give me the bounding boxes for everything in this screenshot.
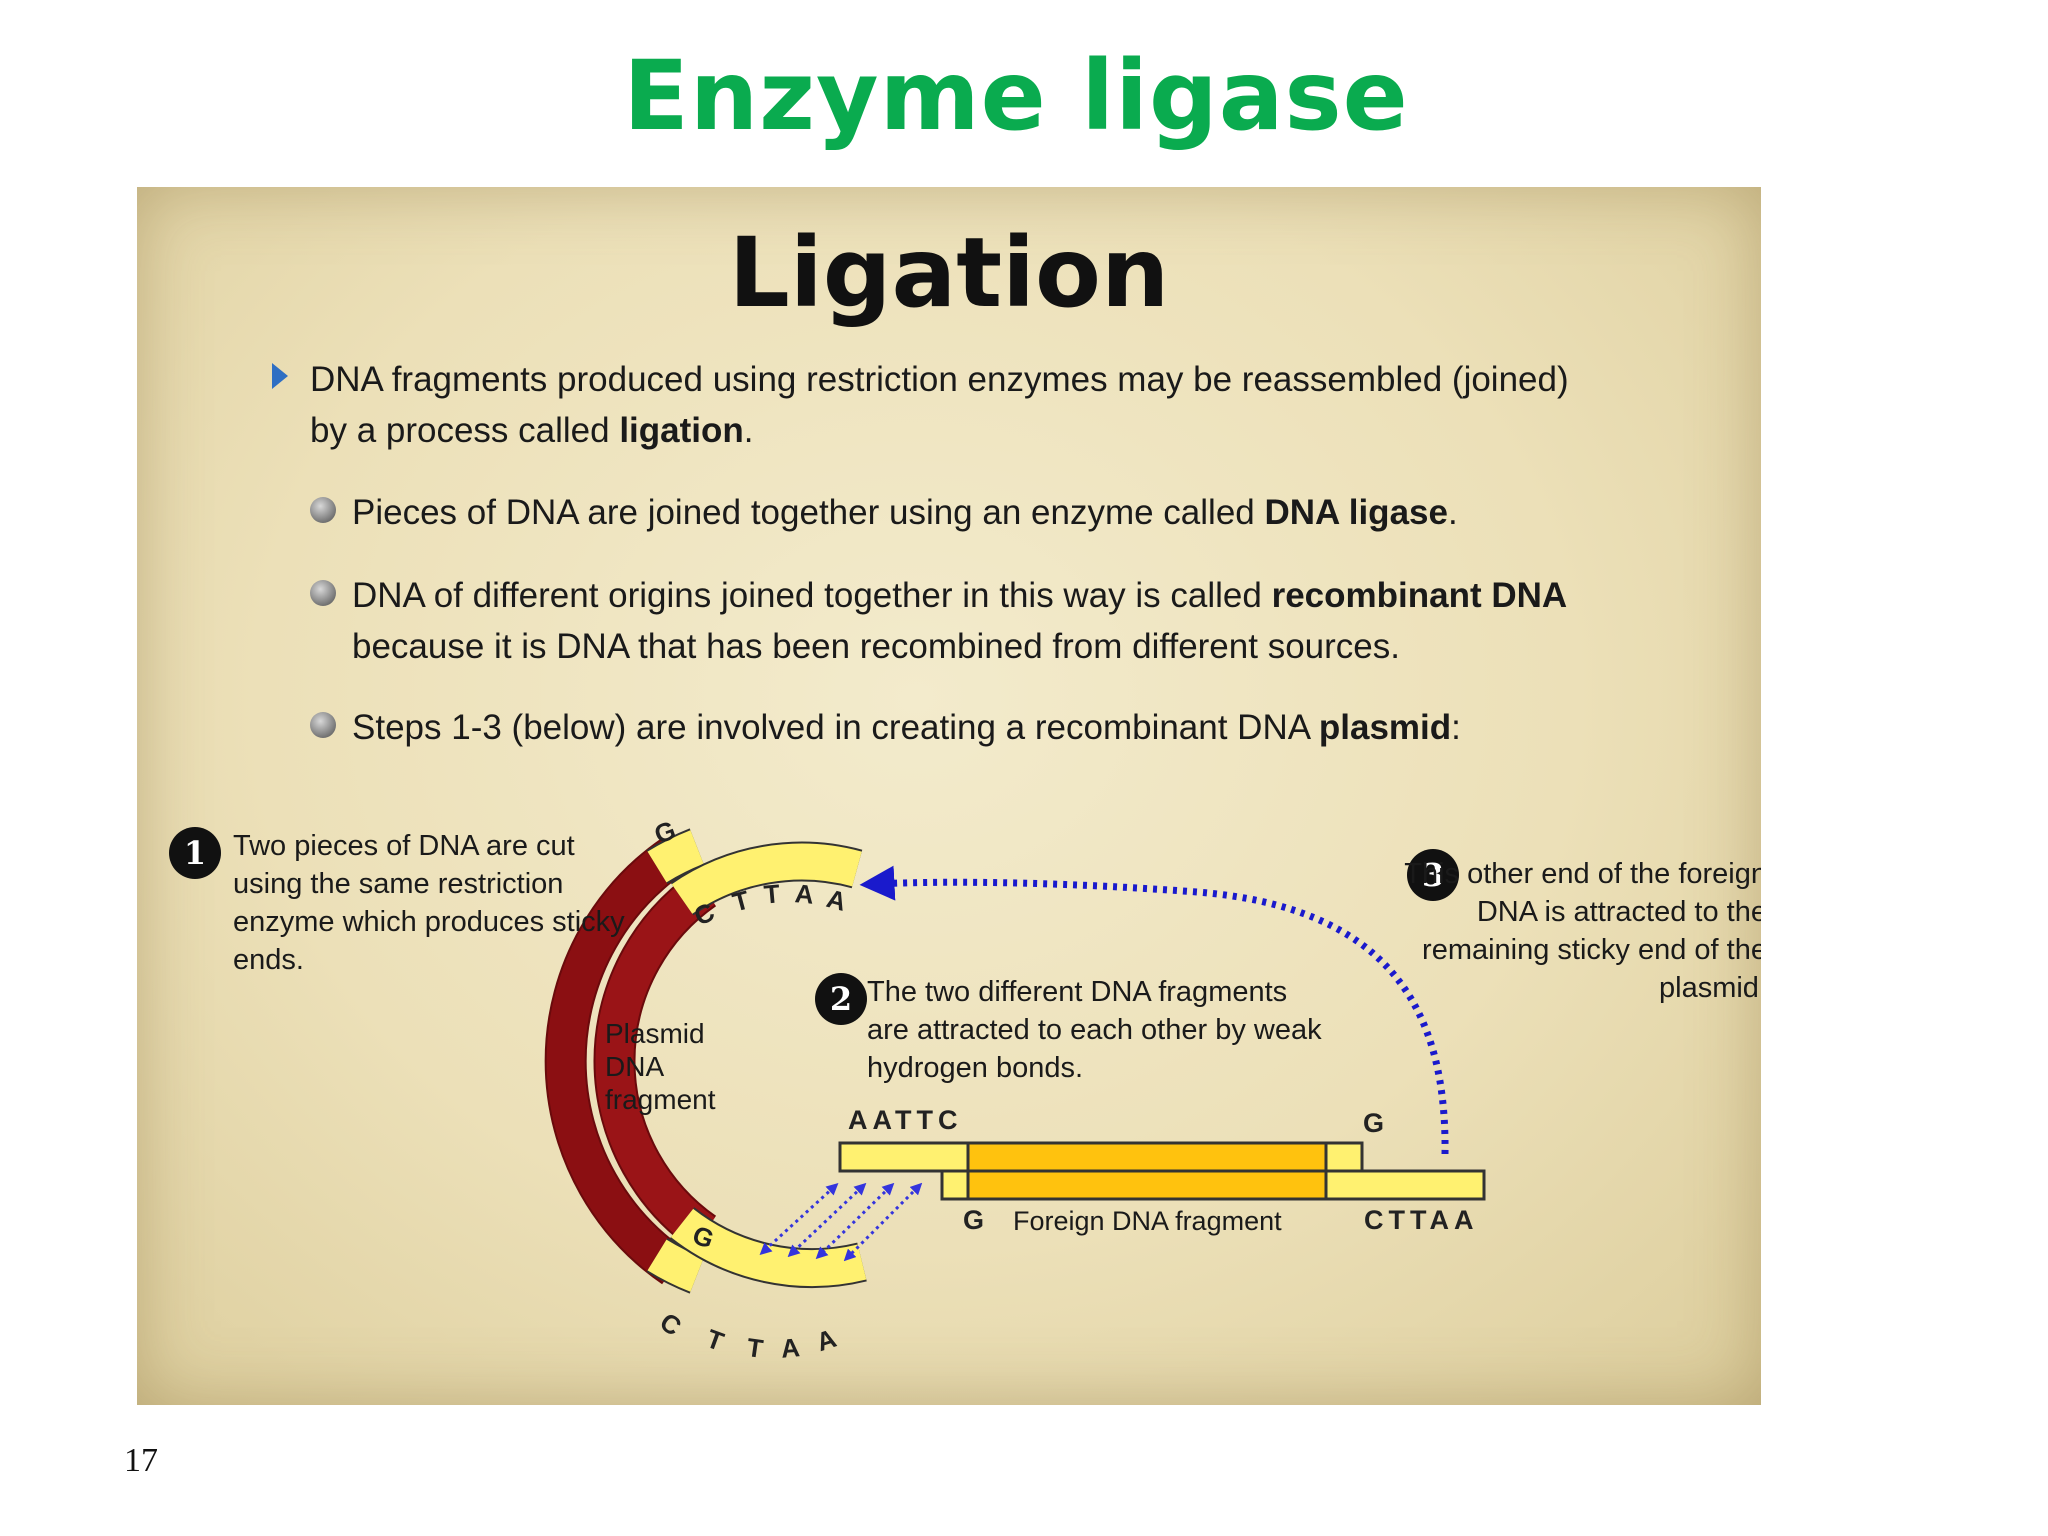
step-2-text: The two different DNA fragments are attr… — [867, 976, 1322, 1084]
ligation-panel: Ligation DNA fragments produced using re… — [137, 187, 1761, 1405]
sub-bullet-2: DNA of different origins joined together… — [352, 576, 1568, 666]
slide-title: Enzyme ligase — [623, 40, 1409, 152]
step-1-badge: 1 — [169, 827, 221, 879]
bullet-dot-icon — [310, 497, 336, 523]
plasmid-top-sticky-end-fill — [671, 843, 862, 914]
foreign-top-sticky-end — [838, 1141, 970, 1173]
sub-bullet-1: Pieces of DNA are joined together using … — [352, 493, 1458, 532]
foreign-bottom-sticky-end — [1324, 1169, 1486, 1201]
ligation-diagram — [544, 828, 1486, 1294]
bullet-dot-icon — [310, 580, 336, 606]
foreign-bottom-strand — [966, 1169, 1328, 1201]
sub-bullet-3: Steps 1-3 (below) are involved in creati… — [352, 708, 1461, 747]
step-2-badge: 2 — [815, 973, 867, 1025]
step-3-badge: 3 — [1407, 849, 1459, 901]
plasmid-inner-strand-fill — [595, 873, 716, 1249]
foreign-dna-fragment — [838, 1141, 1486, 1201]
hydrogen-bond-arrows — [759, 1182, 923, 1262]
page-number: 17 — [124, 1442, 158, 1479]
foreign-top-strand — [966, 1141, 1328, 1173]
plasmid-top-seq-letter: T — [762, 878, 782, 910]
bullet-dot-icon — [310, 712, 336, 738]
panel-title: Ligation — [728, 217, 1170, 329]
step-1-text: Two pieces of DNA are cut using the same… — [233, 830, 625, 976]
hydrogen-bond-arrow — [787, 1182, 867, 1258]
plasmid-top-g-end-fill — [647, 830, 704, 883]
plasmid-bottom-seq-letter: A — [779, 1332, 802, 1364]
foreign-top-g — [1324, 1141, 1364, 1173]
bullet-arrow-icon — [272, 363, 288, 389]
step-3-text: This other end of the foreign DNA is att… — [1404, 858, 1761, 1004]
plasmid-bottom-g-end-fill — [647, 1239, 704, 1292]
foreign-dna-label: Foreign DNA fragment — [1013, 1206, 1282, 1236]
foreign-g-bottom-label: G — [963, 1205, 990, 1235]
plasmid-outer-strand-fill — [546, 839, 685, 1283]
plasmid-bottom-sticky-end-fill — [670, 1208, 867, 1287]
bullet-main-text: DNA fragments produced using restriction… — [310, 360, 1569, 450]
plasmid-fragment — [544, 828, 867, 1294]
foreign-aattc-label: AATTC — [848, 1105, 963, 1135]
foreign-bottom-g — [940, 1169, 970, 1201]
foreign-g-top-label: G — [1363, 1108, 1390, 1138]
foreign-cttaa-label: CTTAA — [1364, 1205, 1479, 1235]
hydrogen-bond-arrow — [759, 1182, 839, 1256]
step3-attraction-arrow — [859, 865, 1449, 1155]
plasmid-top-seq-letter: A — [793, 878, 816, 910]
hydrogen-bond-arrow — [843, 1182, 923, 1262]
plasmid-dna-label: Plasmid DNA fragment — [605, 1018, 716, 1115]
